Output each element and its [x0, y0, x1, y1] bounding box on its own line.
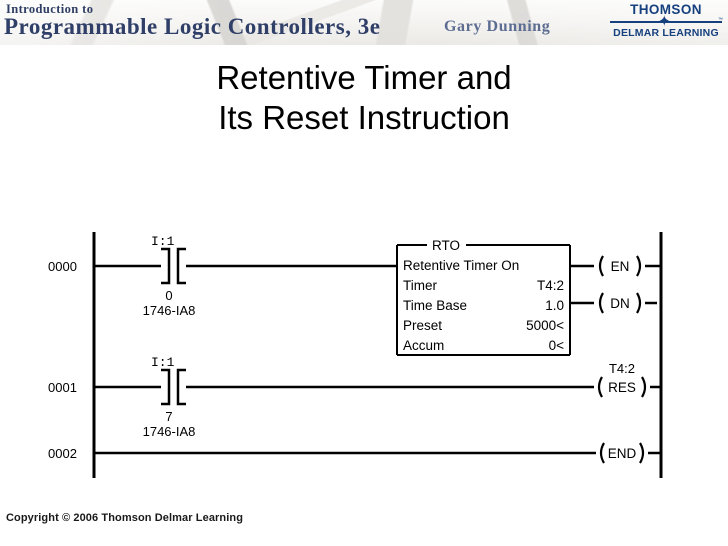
contact-bit-label: 0 [165, 288, 172, 303]
coil-label: EN [611, 259, 630, 274]
block-row-value: 5000< [526, 318, 564, 333]
en-output-coil[interactable]: EN [570, 255, 661, 277]
rung-number-label: 0000 [48, 259, 77, 274]
coil-label: END [608, 446, 637, 461]
header-banner: Introduction to Programmable Logic Contr… [0, 0, 728, 45]
rung-0002: 0002 END [48, 442, 661, 464]
copyright-notice: Copyright © 2006 Thomson Delmar Learning [6, 512, 244, 524]
block-row-label: Preset [403, 318, 442, 333]
rung-0000: 0000 I:1 0 1746-IA8 RTO Retentive Timer … [48, 234, 661, 356]
contact-tag-label: I:1 [151, 355, 175, 370]
block-row-value: 0< [549, 338, 565, 353]
banner-texture-overlay [0, 0, 728, 45]
logo-delmar-text: DELMAR LEARNING [613, 27, 719, 39]
block-row-value: T4:2 [537, 278, 564, 293]
end-coil[interactable]: END [599, 442, 661, 464]
contact-normally-open-symbol [161, 368, 186, 406]
banner-book-title: Programmable Logic Controllers, 3e [4, 14, 381, 39]
footer-divider [0, 506, 728, 507]
logo-divider-bar [610, 21, 722, 23]
star-icon: ✦ [658, 13, 671, 30]
block-row-label: Timer [403, 278, 437, 293]
rto-timer-block[interactable]: RTO Retentive Timer On Timer T4:2 Time B… [396, 238, 571, 356]
page-title: Retentive Timer and Its Reset Instructio… [64, 58, 664, 138]
block-type-label: RTO [432, 238, 460, 253]
res-reset-coil[interactable]: T4:2 RES [597, 361, 661, 398]
dn-output-coil[interactable]: DN [570, 292, 657, 314]
coil-label: RES [608, 380, 636, 395]
contact-module-label: 1746-IA8 [143, 303, 196, 318]
rung-number-label: 0002 [48, 446, 77, 461]
coil-label: DN [610, 296, 630, 311]
block-description: Retentive Timer On [403, 258, 519, 273]
contact-normally-open-symbol [161, 247, 186, 285]
block-row-value: 1.0 [545, 298, 564, 313]
thomson-delmar-logo: THOMSON ✦ ™ DELMAR LEARNING [608, 1, 724, 43]
block-row-label: Accum [403, 338, 444, 353]
banner-intro-text: Introduction to [6, 2, 94, 16]
rung-0001: 0001 I:1 7 1746-IA8 T4:2 RES [48, 355, 661, 439]
page-title-line-1: Retentive Timer and [216, 59, 512, 96]
contact-tag-label: I:1 [151, 234, 175, 249]
banner-author-name: Gary Dunning [444, 18, 551, 35]
page-title-line-2: Its Reset Instruction [218, 99, 510, 136]
contact-bit-label: 7 [165, 409, 172, 424]
contact-module-label: 1746-IA8 [143, 424, 196, 439]
rung-number-label: 0001 [48, 380, 77, 395]
block-row-label: Time Base [403, 298, 467, 313]
trademark-icon: ™ [718, 17, 723, 23]
logo-thomson-text: THOMSON [630, 2, 702, 17]
coil-tag-label: T4:2 [609, 361, 635, 376]
